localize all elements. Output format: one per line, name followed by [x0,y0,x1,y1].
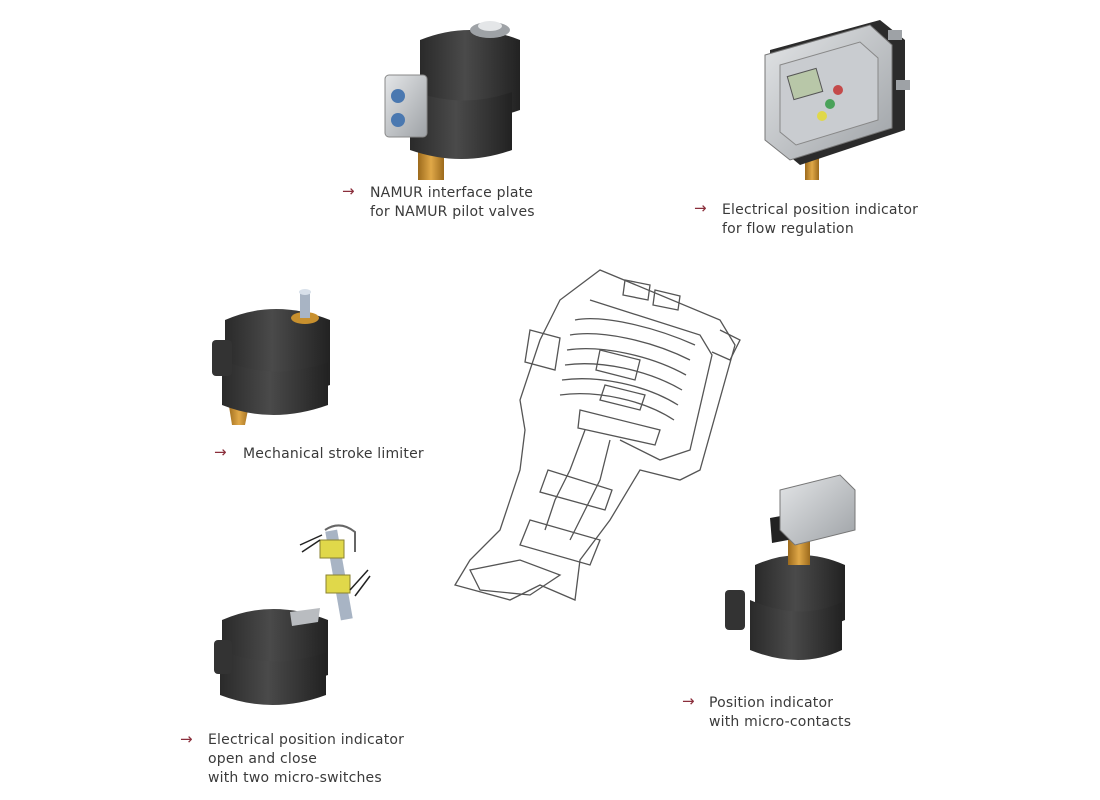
caption-line: with micro-contacts [709,714,852,730]
caption-line: with two micro-switches [208,770,382,786]
caption-line: Electrical position indicator [208,732,405,748]
caption-micro-switches: Electrical position indicator open and c… [208,731,404,788]
arrow-icon: → [214,443,227,461]
caption-arrows: → → → → → [180,182,707,748]
namur-actuator-illustration [384,21,520,180]
caption-micro-contacts: Position indicator with micro-contacts [709,694,851,732]
caption-line: open and close [208,751,318,767]
arrow-icon: → [694,199,707,217]
caption-line: Position indicator [709,695,834,711]
arrow-icon: → [342,182,355,200]
caption-stroke-limiter: Mechanical stroke limiter [243,445,424,464]
stroke-limiter-illustration [212,289,330,425]
micro-contacts-actuator-illustration [725,474,856,660]
arrow-icon: → [682,692,695,710]
caption-line: Electrical position indicator [722,202,919,218]
caption-flow-regulation: Electrical position indicator for flow r… [722,201,918,239]
caption-line: NAMUR interface plate [370,185,534,201]
flow-regulation-positioner-illustration [764,20,910,180]
valve-cutaway-sketch [454,269,741,601]
caption-namur-plate: NAMUR interface plate for NAMUR pilot va… [370,184,535,222]
caption-line: for NAMUR pilot valves [370,204,535,220]
caption-line: Mechanical stroke limiter [243,446,424,462]
micro-switches-actuator-illustration [214,524,371,705]
caption-line: for flow regulation [722,221,854,237]
arrow-icon: → [180,730,193,748]
